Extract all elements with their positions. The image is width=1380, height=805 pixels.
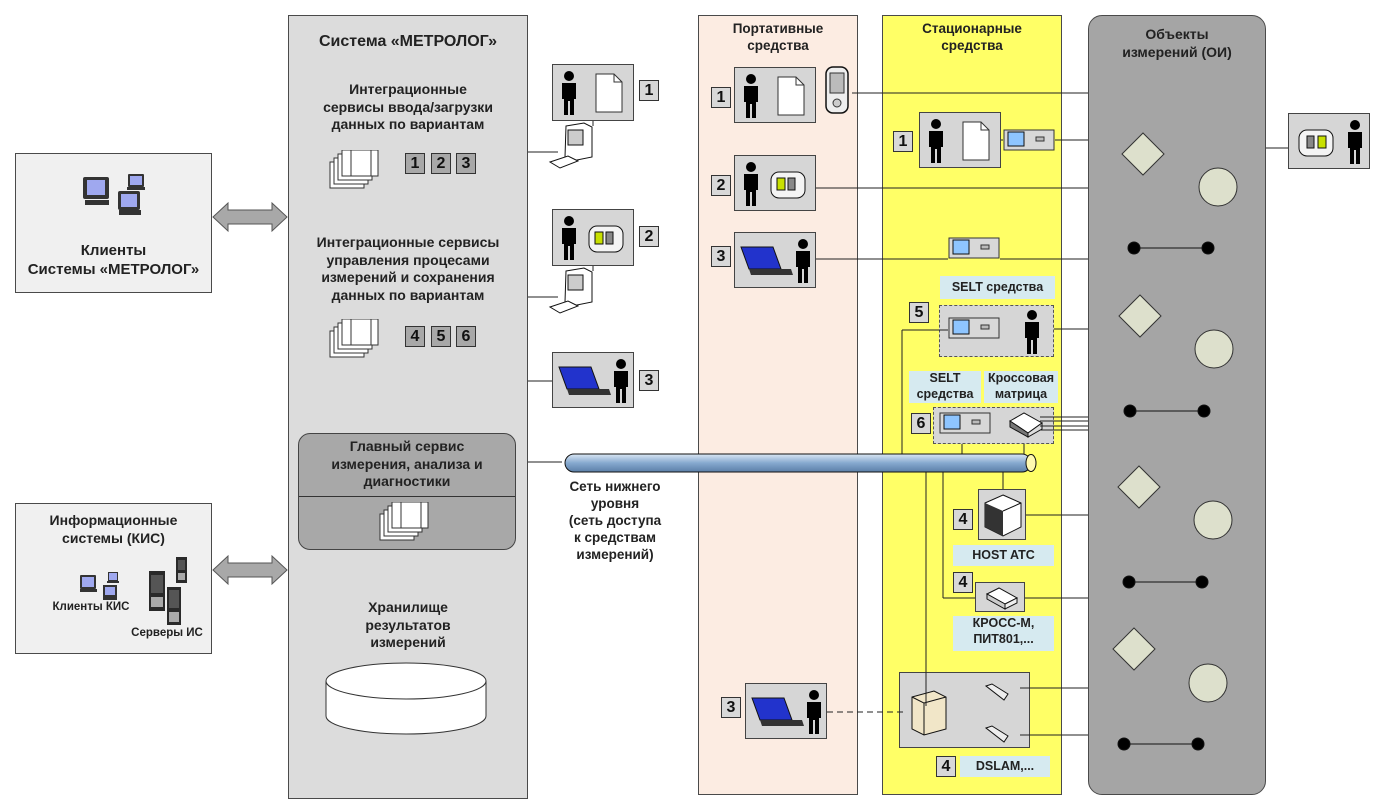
cross-matrix-label: Кроссовая матрица — [984, 371, 1058, 403]
kis-clients-label: Клиенты КИС — [52, 601, 130, 613]
stationary-title: Стационарные средства — [922, 21, 1022, 53]
measuring-device-icon — [588, 225, 624, 253]
host-server-icon — [984, 494, 1022, 537]
dslam-badge: 4 — [936, 756, 956, 777]
desktop-pc-icon — [548, 267, 593, 314]
input-badge-1: 1 — [405, 153, 425, 174]
stationary-6-badge: 6 — [911, 413, 931, 434]
laptop-icon — [751, 697, 804, 726]
forms-stack-icon — [329, 319, 379, 358]
input-services-text: Интеграционные сервисы ввода/загрузки да… — [323, 81, 493, 132]
tester-icon — [948, 317, 1000, 339]
stationary-device-6[interactable] — [933, 407, 1054, 444]
kis-arrow-icon — [212, 554, 288, 586]
person-icon — [929, 119, 943, 163]
objects-panel: Объекты измерений (ОИ) — [1088, 15, 1266, 795]
document-icon — [595, 73, 623, 113]
host-atc-device[interactable] — [978, 489, 1026, 540]
laptop-icon — [558, 366, 611, 395]
tester-icon — [939, 412, 991, 434]
document-icon — [777, 76, 805, 116]
person-icon — [562, 216, 576, 260]
clients-box: Клиенты Системы «МЕТРОЛОГ» — [15, 153, 212, 293]
forms-stack-icon — [329, 150, 379, 189]
person-icon — [744, 74, 758, 118]
control-badge-5: 5 — [431, 326, 451, 347]
metrolog-system-panel: Система «МЕТРОЛОГ» Интеграционные сервис… — [288, 15, 528, 799]
measuring-device-icon — [1298, 129, 1334, 157]
tester-icon — [1003, 129, 1055, 151]
cross-m-badge: 4 — [953, 572, 973, 593]
person-icon — [796, 239, 810, 283]
portable-device-2[interactable] — [734, 155, 816, 211]
workstation-3-badge: 3 — [639, 370, 659, 391]
workstation-2-badge: 2 — [639, 226, 659, 247]
stationary-device-5[interactable] — [939, 305, 1054, 357]
kis-box: Информационные системы (КИС) Клиенты КИС… — [15, 503, 212, 654]
portable-device-4[interactable] — [745, 683, 827, 739]
dslam-device[interactable] — [899, 672, 1030, 748]
workstation-3[interactable] — [552, 352, 634, 408]
main-service-text: Главный сервис измерения, анализа и диаг… — [331, 438, 483, 489]
cross-m-device[interactable] — [975, 582, 1025, 612]
control-badge-4: 4 — [405, 326, 425, 347]
host-atc-badge: 4 — [953, 509, 973, 530]
document-icon — [962, 121, 990, 161]
cross-m-label: КРОСС-М, ПИТ801,... — [953, 616, 1054, 651]
portable-1-badge: 1 — [711, 87, 731, 108]
stationary-5-badge: 5 — [909, 302, 929, 323]
person-icon — [1348, 120, 1362, 164]
is-servers-icon — [149, 557, 187, 625]
portable-4-badge: 3 — [721, 697, 741, 718]
input-badge-3: 3 — [456, 153, 476, 174]
is-servers-label: Серверы ИС — [131, 627, 203, 639]
portable-title: Портативные средства — [732, 21, 824, 53]
workstation-1[interactable] — [552, 64, 634, 121]
workstation-1-badge: 1 — [639, 80, 659, 101]
selt-label-2: SELT средства — [909, 371, 981, 403]
stationary-device-1[interactable] — [919, 112, 1001, 168]
portable-device-1[interactable] — [734, 67, 816, 123]
control-services-text: Интеграционные сервисы управления процес… — [316, 234, 500, 303]
tester-icon — [948, 237, 1000, 259]
person-icon — [562, 71, 576, 115]
host-atc-label: HOST ATC — [953, 545, 1054, 566]
objects-title: Объекты измерений (ОИ) — [1122, 26, 1232, 60]
modem-icon — [984, 683, 1009, 743]
dslam-label: DSLAM,... — [960, 756, 1050, 777]
switch-icon — [1009, 412, 1043, 438]
desktop-pc-icon — [548, 122, 593, 169]
kis-client-computers-icon — [80, 572, 119, 600]
portable-2-badge: 2 — [711, 175, 731, 196]
portable-3-badge: 3 — [711, 246, 731, 267]
kis-title: Информационные системы (КИС) — [49, 512, 178, 546]
database-icon — [325, 662, 487, 735]
person-icon — [614, 359, 628, 403]
server-icon — [911, 690, 947, 736]
external-object-device[interactable] — [1288, 113, 1370, 169]
portable-panel: Портативные средства — [698, 15, 858, 795]
client-computers-icon — [83, 174, 145, 215]
forms-stack-icon — [379, 502, 429, 541]
clients-arrow-icon — [212, 201, 288, 233]
pda-icon — [825, 66, 849, 114]
cross-device-icon — [985, 587, 1019, 610]
main-service-box: Главный сервис измерения, анализа и диаг… — [298, 433, 516, 550]
selt-label: SELT средства — [940, 276, 1055, 299]
clients-title: Клиенты Системы «МЕТРОЛОГ» — [27, 242, 200, 278]
person-icon — [744, 162, 758, 206]
measuring-device-icon — [770, 171, 806, 199]
network-label: Сеть нижнего уровня (сеть доступа к сред… — [568, 479, 662, 562]
person-icon — [1025, 310, 1039, 354]
input-badge-2: 2 — [431, 153, 451, 174]
control-badge-6: 6 — [456, 326, 476, 347]
storage-text: Хранилище результатов измерений — [365, 599, 451, 650]
stationary-1-badge: 1 — [893, 131, 913, 152]
portable-device-3[interactable] — [734, 232, 816, 288]
laptop-icon — [740, 246, 793, 275]
metrolog-title: Система «МЕТРОЛОГ» — [319, 33, 497, 50]
workstation-2[interactable] — [552, 209, 634, 266]
person-icon — [807, 690, 821, 734]
